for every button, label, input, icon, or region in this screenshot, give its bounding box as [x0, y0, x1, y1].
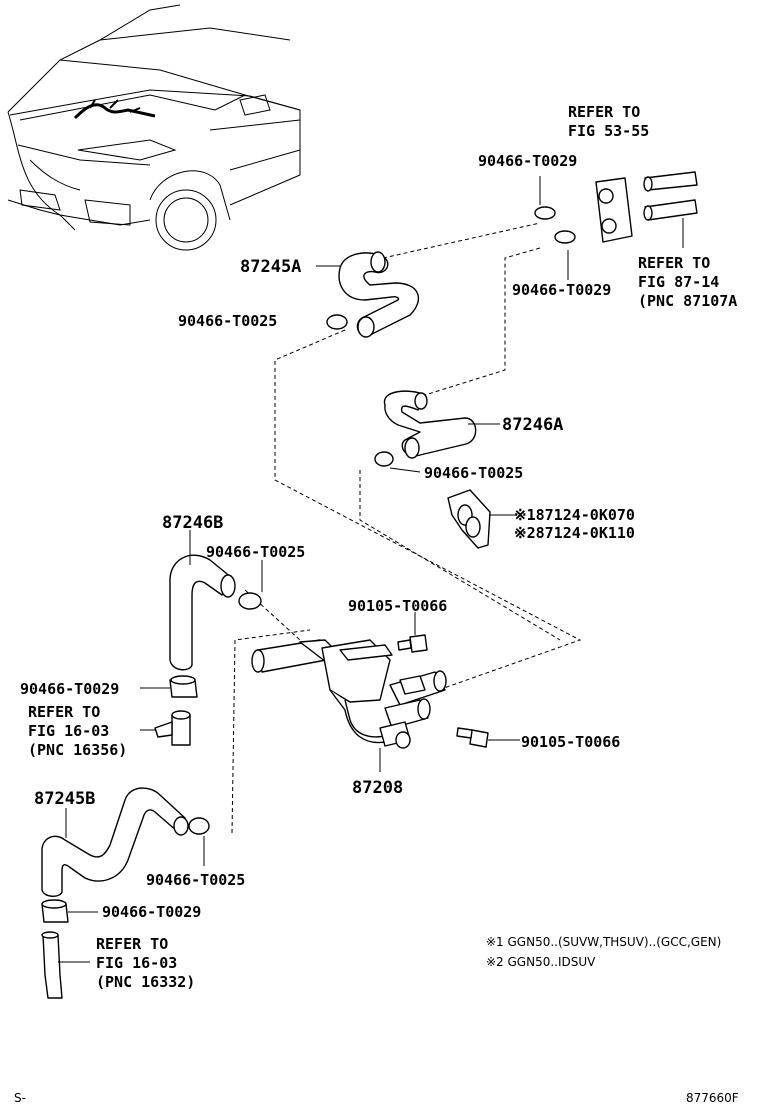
label-bolt-upper: 90105-T0066	[348, 597, 447, 615]
clamp-90466-t0025-87246b	[238, 560, 263, 610]
bolt-90105-t0066-lower	[456, 727, 520, 748]
water-valve-87208	[251, 639, 447, 772]
label-clamp-87246a: 90466-T0025	[424, 464, 523, 482]
label-grommet-1: ※187124-0K070	[514, 506, 635, 524]
clamp-90466-t0025-87245b	[188, 817, 210, 866]
label-refer-fig-16-03-b-line2: FIG 16-03	[96, 954, 177, 972]
label-refer-fig-16-03-a-line3: (PNC 16356)	[28, 741, 127, 759]
clamp-90466-t0029-top	[534, 176, 576, 280]
label-valve-87208: 87208	[352, 778, 403, 798]
label-clamp-87245a: 90466-T0025	[178, 312, 277, 330]
label-clamp-top-upper: 90466-T0029	[478, 152, 577, 170]
label-refer-fig-87-14-line3: (PNC 87107A	[638, 292, 737, 310]
vehicle-illustration	[7, 4, 301, 251]
bolt-90105-t0066-upper	[397, 612, 428, 653]
label-clamp-left-low: 90466-T0029	[102, 903, 201, 921]
label-clamp-87246b: 90466-T0025	[206, 543, 305, 561]
label-clamp-87245b: 90466-T0025	[146, 871, 245, 889]
hose-87245a	[316, 251, 420, 338]
label-refer-fig-53-55-line2: FIG 53-55	[568, 122, 649, 140]
label-refer-fig-16-03-b-line1: REFER TO	[96, 935, 168, 953]
label-refer-fig-16-03-a-line1: REFER TO	[28, 703, 100, 721]
hose-87245b	[41, 787, 189, 897]
label-hose-87245a: 87245A	[240, 257, 301, 277]
clamp-90466-t0029-left-mid	[140, 675, 198, 698]
clamp-90466-t0025-87245a	[326, 314, 348, 330]
hose-routing-lines	[231, 222, 582, 834]
label-clamp-left-mid: 90466-T0029	[20, 680, 119, 698]
label-bolt-lower: 90105-T0066	[521, 733, 620, 751]
hose-87246a	[383, 390, 500, 459]
footnote-2: ※2 GGN50..IDSUV	[486, 955, 596, 969]
label-refer-fig-16-03-b-line3: (PNC 16332)	[96, 973, 195, 991]
label-hose-87246a: 87246A	[502, 415, 563, 435]
label-refer-fig-16-03-a-line2: FIG 16-03	[28, 722, 109, 740]
engine-pipe-stub-16356	[140, 710, 191, 746]
label-clamp-top-lower: 90466-T0029	[512, 281, 611, 299]
clamp-90466-t0029-left-low	[41, 899, 98, 923]
hose-87246b	[169, 530, 236, 671]
grommet-87124	[447, 489, 515, 549]
label-hose-87245b: 87245B	[34, 789, 95, 809]
label-refer-fig-53-55-line1: REFER TO	[568, 103, 640, 121]
heater-unit-connector	[595, 171, 698, 248]
clamp-90466-t0025-87246a	[374, 451, 421, 473]
engine-pipe-stub-16332	[41, 931, 90, 999]
label-refer-fig-87-14-line2: FIG 87-14	[638, 273, 719, 291]
footer-left-code: S-	[14, 1091, 26, 1105]
label-grommet-2: ※287124-0K110	[514, 524, 635, 542]
label-hose-87246b: 87246B	[162, 513, 223, 533]
label-refer-fig-87-14-line1: REFER TO	[638, 254, 710, 272]
footnote-1: ※1 GGN50..(SUVW,THSUV)..(GCC,GEN)	[486, 935, 721, 949]
footer-illustration-number: 877660F	[686, 1091, 739, 1105]
